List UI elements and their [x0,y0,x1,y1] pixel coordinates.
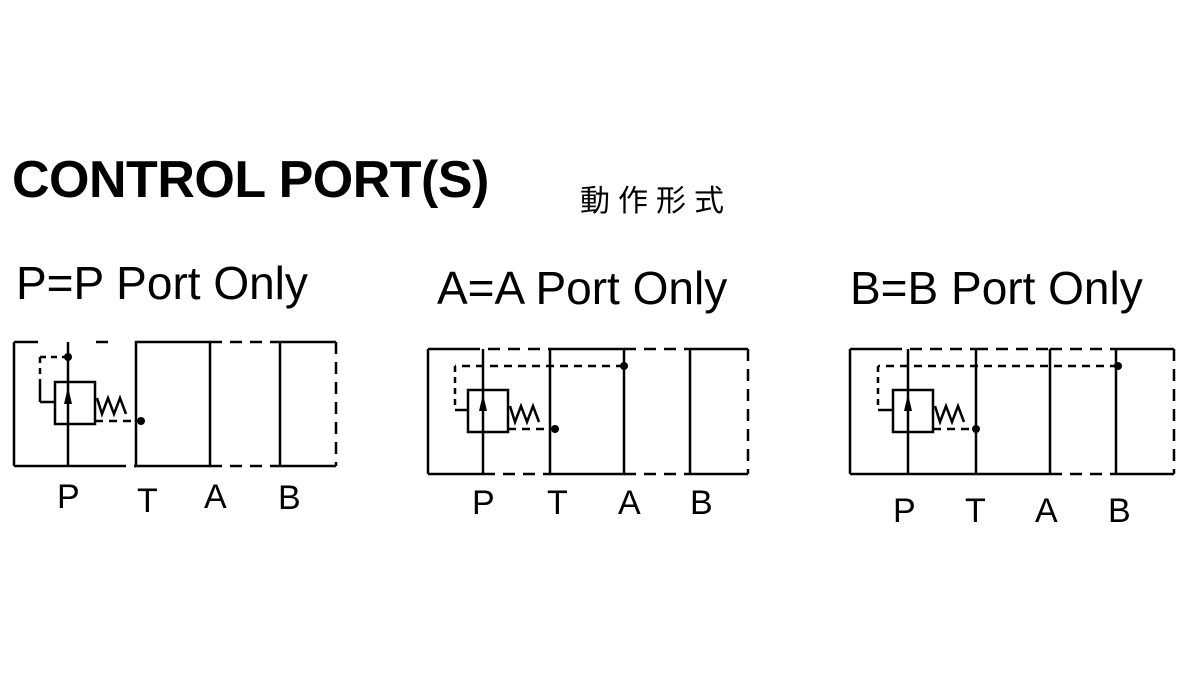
port-label-t: T [137,482,158,520]
valve-symbol-a [426,347,750,476]
port-label-p: P [57,478,80,516]
port-label-p: P [893,492,916,530]
page-title: CONTROL PORT(S) [12,151,489,209]
page-subtitle: 動作形式 [580,184,732,219]
variant-title-a: A=A Port Only [437,262,728,314]
port-label-b: B [278,479,301,517]
port-label-a: A [1035,492,1058,530]
port-label-a: A [618,484,641,522]
valve-symbol-b [848,347,1176,476]
port-label-t: T [547,484,568,522]
port-label-b: B [1108,492,1131,530]
port-label-p: P [472,484,495,522]
variant-title-p: P=P Port Only [16,257,308,309]
port-label-b: B [690,484,713,522]
variant-title-b: B=B Port Only [850,262,1143,314]
port-label-t: T [965,492,986,530]
valve-symbol-p [12,340,338,468]
port-label-a: A [204,478,227,516]
